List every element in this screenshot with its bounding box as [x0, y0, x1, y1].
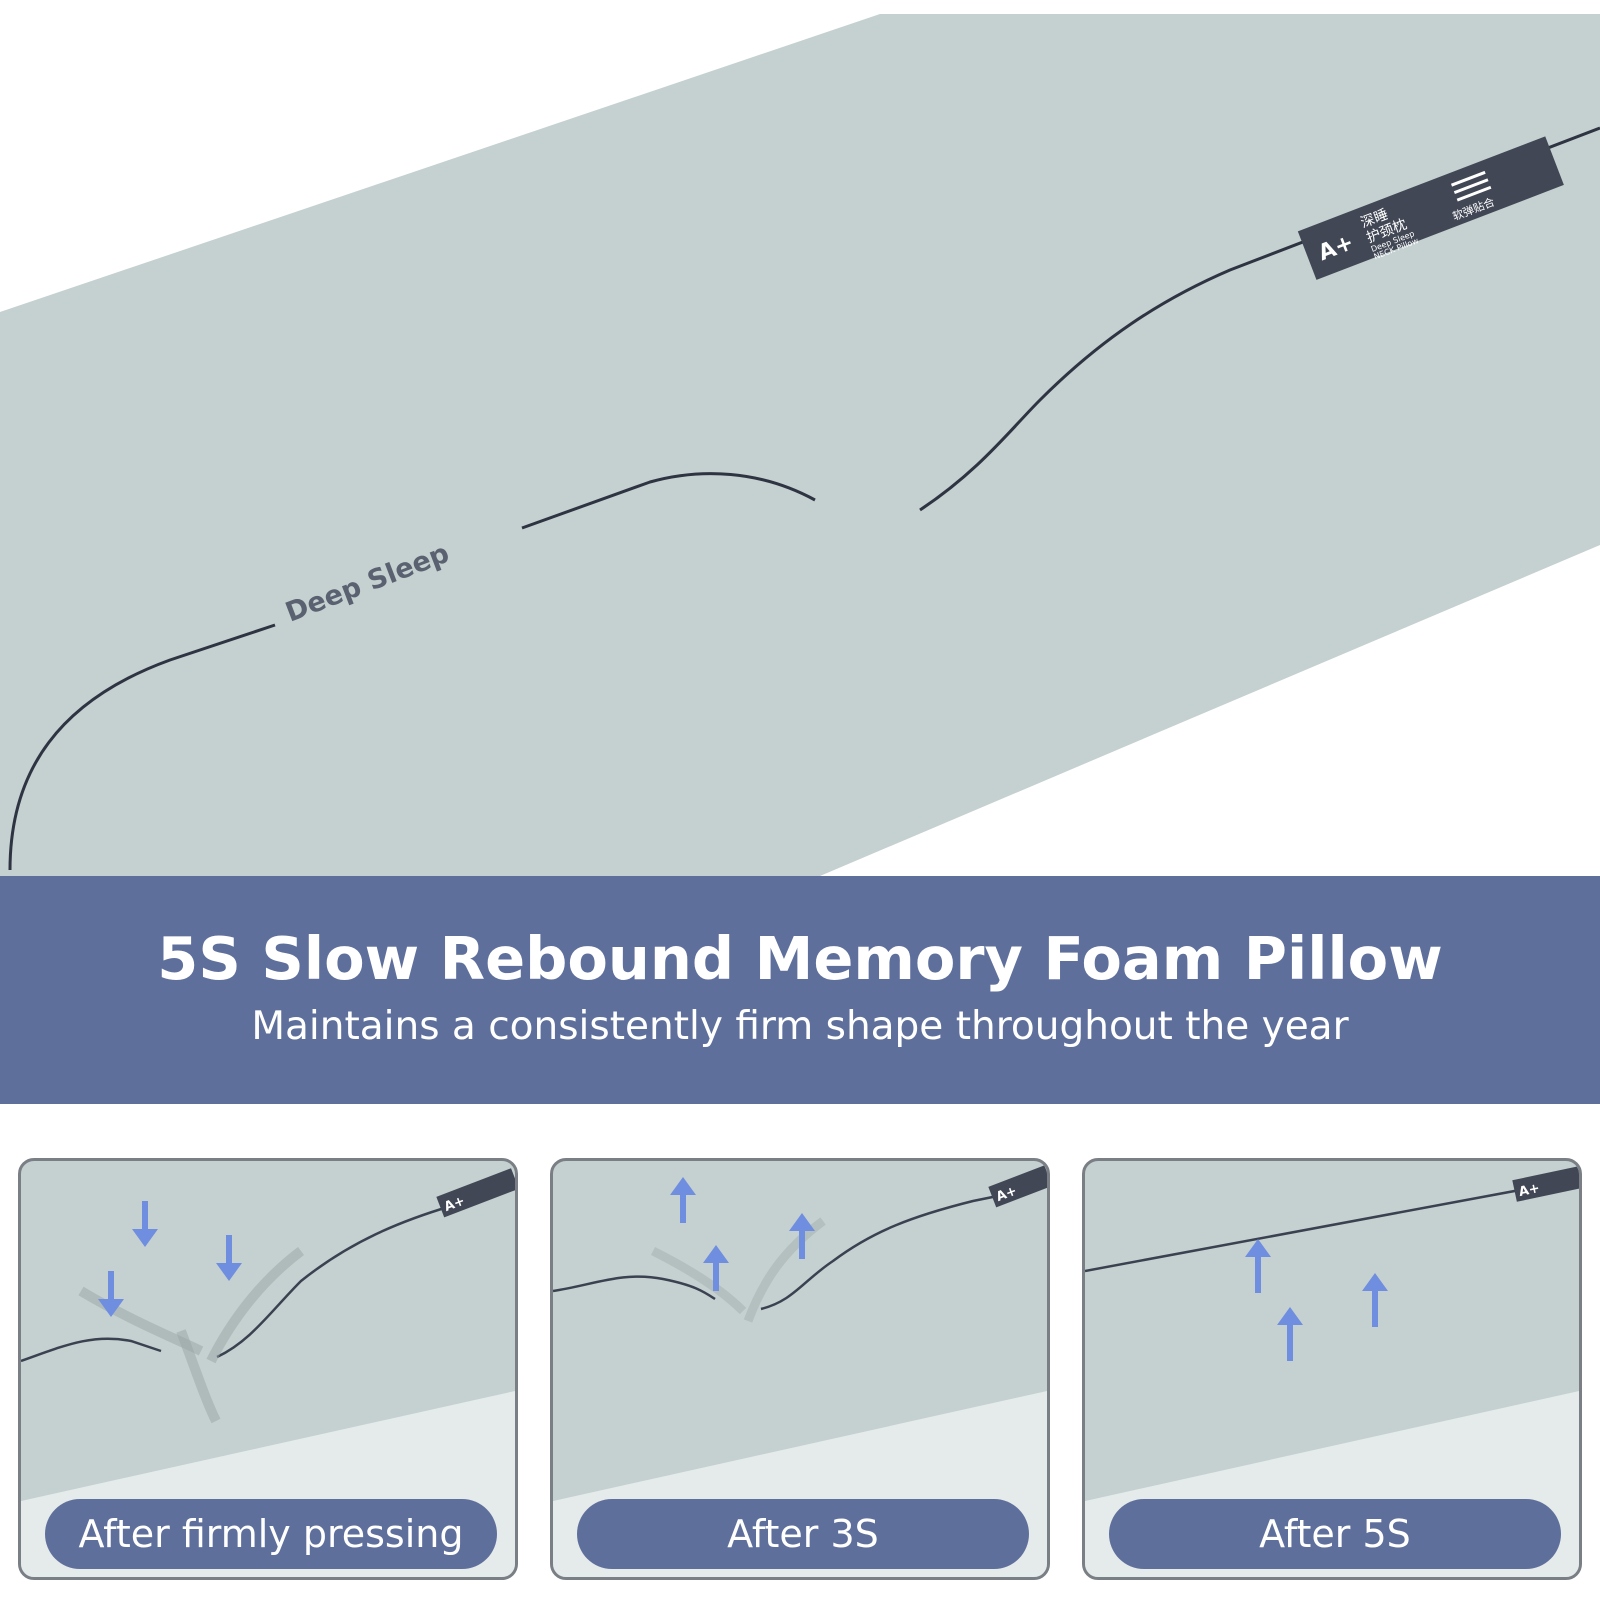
svg-text:A+: A+	[994, 1184, 1019, 1206]
svg-text:A+: A+	[1517, 1181, 1541, 1200]
rebound-up-arrow-icon	[1245, 1239, 1388, 1361]
panel-after-pressing: A+ After firmly pressing	[18, 1158, 518, 1580]
panel-tag: A+	[436, 1168, 515, 1218]
pillow-seam-middle	[521, 472, 816, 530]
panel-label: After 3S	[577, 1499, 1029, 1569]
panel-label: After 5S	[1109, 1499, 1561, 1569]
rebound-up-arrow-icon	[670, 1177, 815, 1291]
press-down-arrow-icon	[98, 1201, 242, 1317]
banner-title: 5S Slow Rebound Memory Foam Pillow	[157, 924, 1443, 993]
panel-seam	[553, 1275, 716, 1301]
svg-text:A+: A+	[442, 1194, 467, 1216]
pillow-seam-right	[919, 126, 1600, 512]
panel-seam	[21, 1337, 162, 1363]
pillow-illustration: Deep Sleep A+ 深睡 护颈枕 Deep Sleep NECK Pil…	[0, 14, 1600, 876]
panel-seam	[216, 1187, 515, 1359]
panel-tag: A+	[988, 1165, 1047, 1208]
panel-after-5s: A+ After 5S	[1082, 1158, 1582, 1580]
banner-subtitle: Maintains a consistently firm shape thro…	[251, 1004, 1349, 1049]
pillow-tag: A+ 深睡 护颈枕 Deep Sleep NECK Pillow 软弹贴合	[1297, 136, 1564, 280]
panel-tag: A+	[1512, 1165, 1579, 1202]
panel-label: After firmly pressing	[45, 1499, 497, 1569]
pillow-seam-left	[8, 623, 276, 871]
hero-pillow-image: Deep Sleep A+ 深睡 护颈枕 Deep Sleep NECK Pil…	[0, 14, 1600, 876]
panel-after-3s: A+ After 3S	[550, 1158, 1050, 1580]
pillow-surface	[0, 14, 1600, 876]
panel-seam	[760, 1184, 1047, 1311]
tag-wave-icon	[1450, 170, 1492, 202]
headline-banner: 5S Slow Rebound Memory Foam Pillow Maint…	[0, 876, 1600, 1104]
panel-seam	[1085, 1177, 1579, 1273]
